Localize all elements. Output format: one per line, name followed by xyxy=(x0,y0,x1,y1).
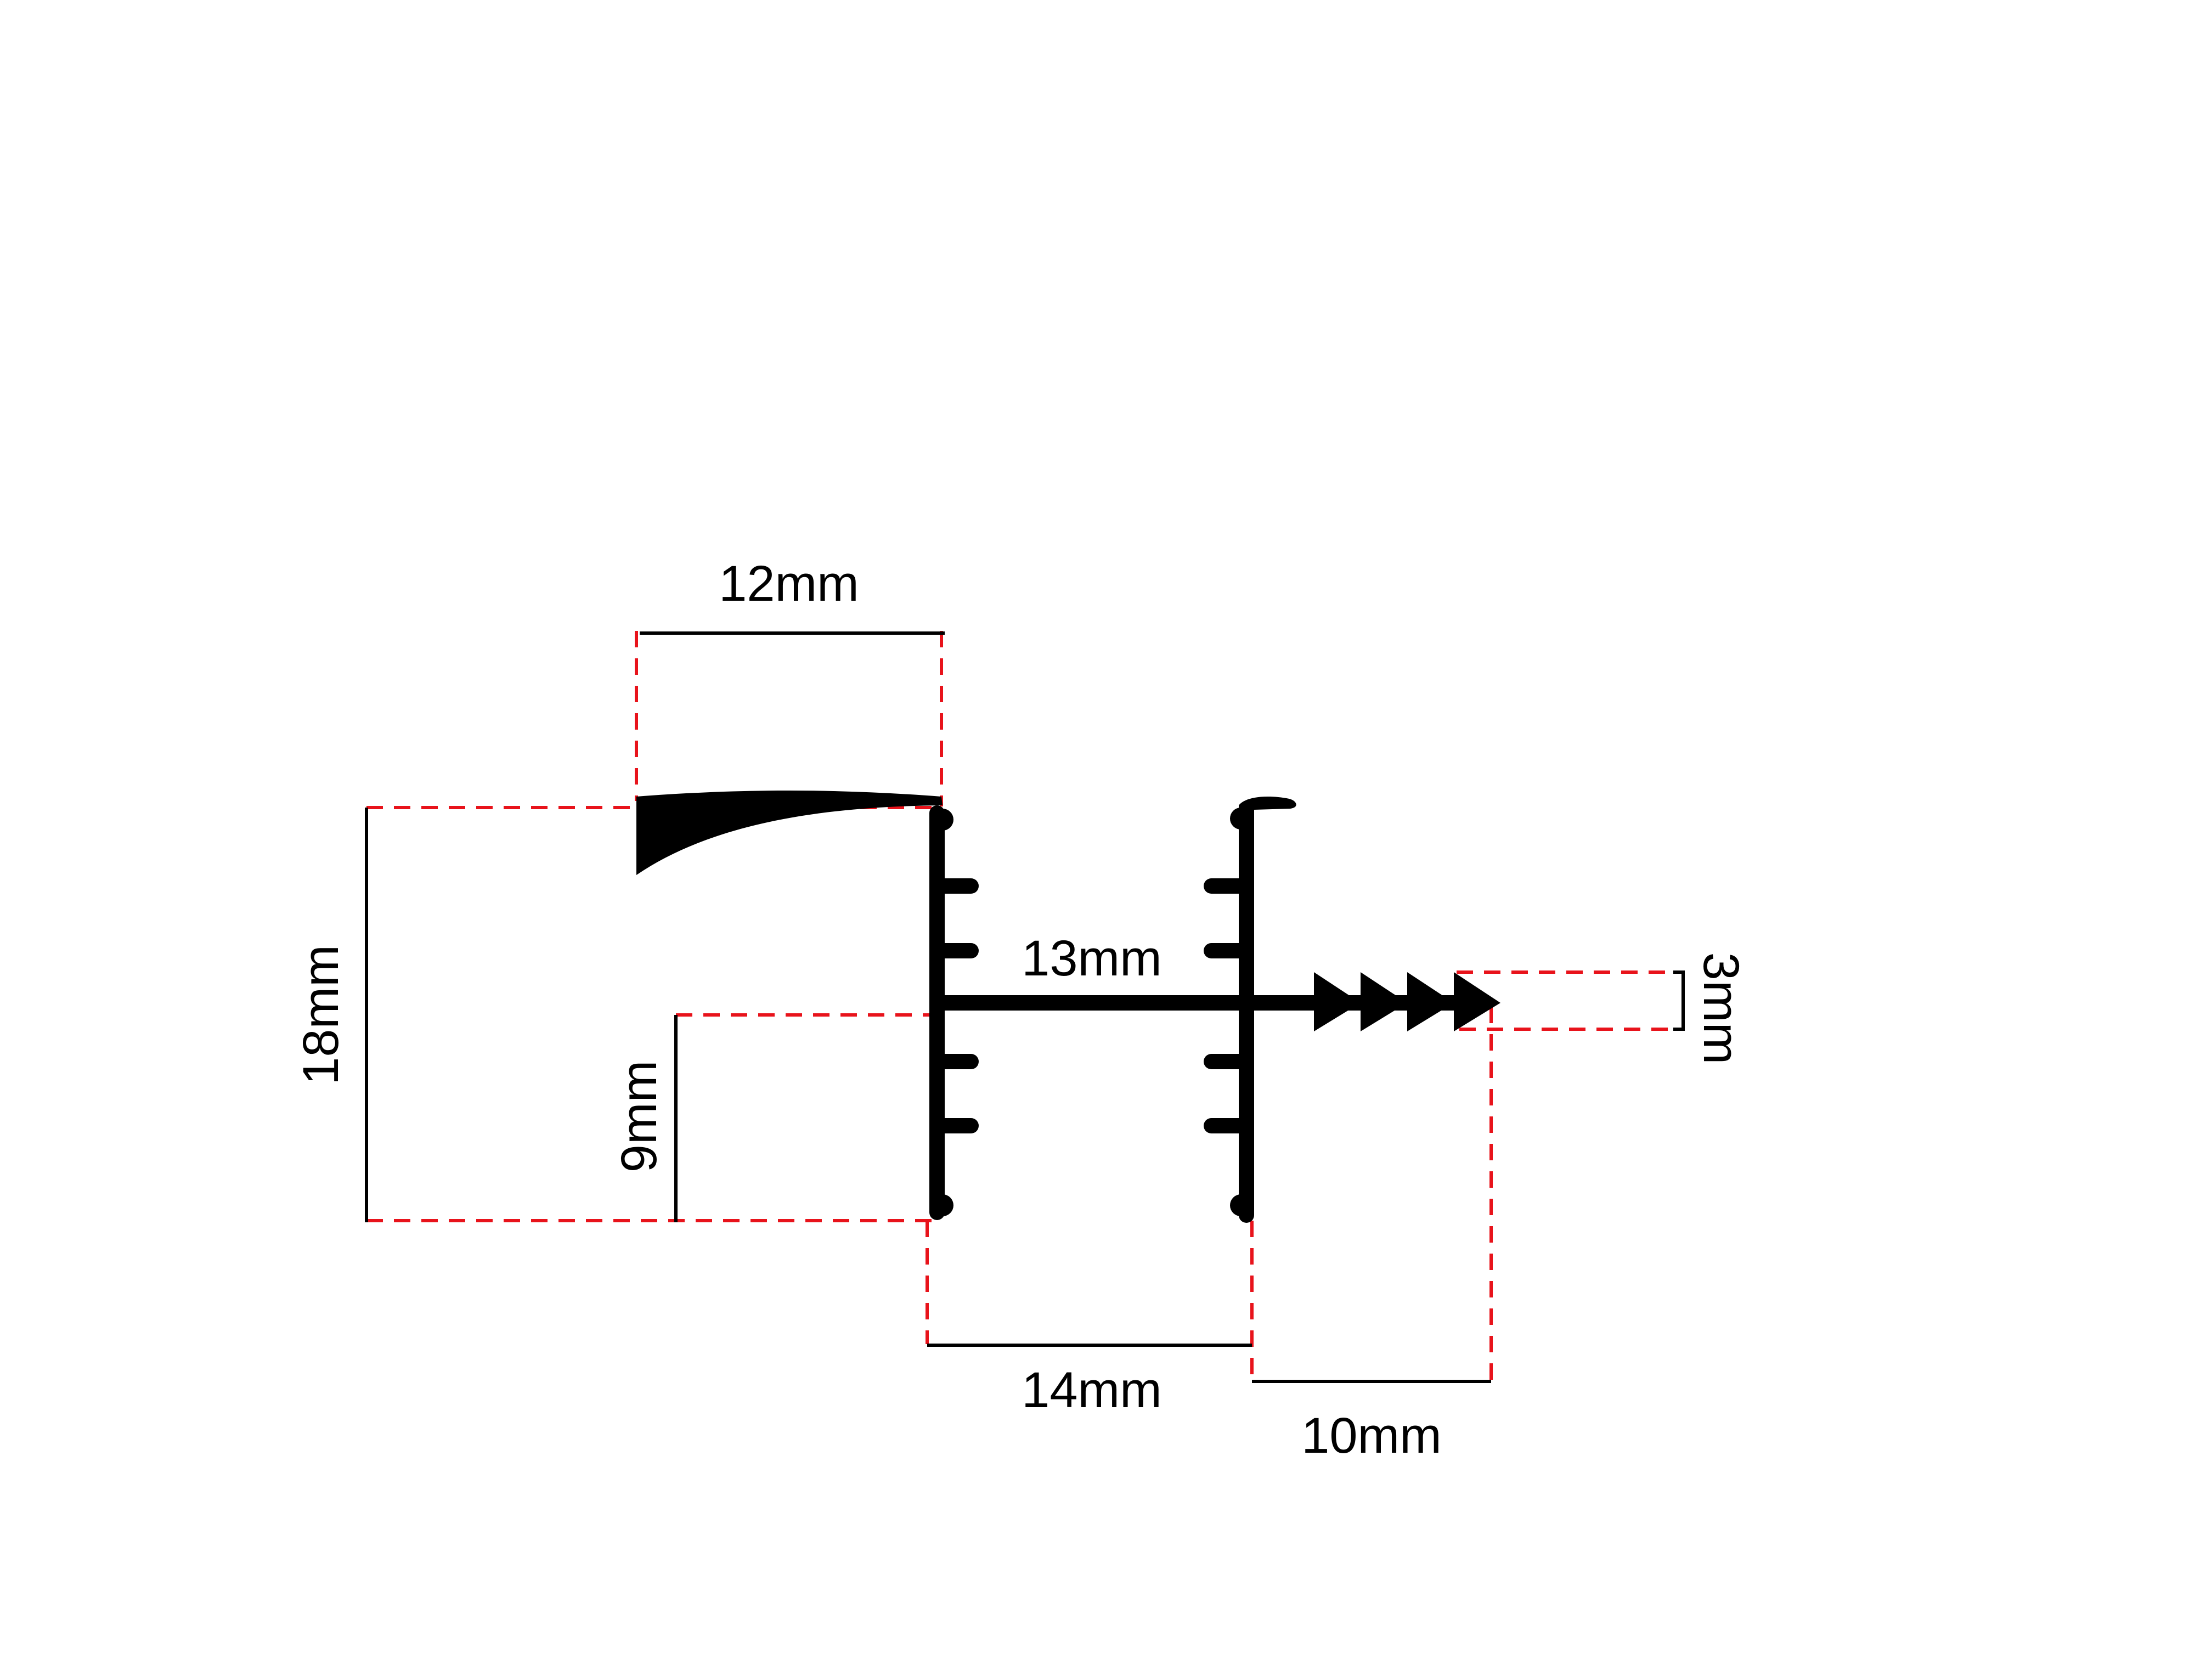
label-10mm: 10mm xyxy=(1301,1408,1442,1464)
curved-top-cap xyxy=(636,791,943,875)
dim-line-3mm xyxy=(1673,970,1685,1031)
right-wall-top-bulb xyxy=(1230,808,1252,830)
barb-1 xyxy=(1314,972,1361,1031)
barb-4 xyxy=(1454,972,1500,1031)
left-wall-bottom-bulb xyxy=(932,1194,953,1216)
profile-shape xyxy=(636,791,1500,1223)
barb-2 xyxy=(1361,972,1407,1031)
dimension-labels: 12mm 18mm 9mm 13mm 14mm 10mm 3mm xyxy=(293,556,1749,1464)
label-18mm: 18mm xyxy=(293,945,349,1085)
label-12mm: 12mm xyxy=(719,556,859,612)
right-wall-bottom-bulb xyxy=(1230,1194,1252,1216)
barb-3 xyxy=(1407,972,1454,1031)
right-wall-top-hook xyxy=(1239,797,1296,828)
barbs xyxy=(1314,972,1500,1031)
label-13mm: 13mm xyxy=(1022,930,1162,986)
label-3mm: 3mm xyxy=(1693,952,1749,1064)
dimension-lines xyxy=(365,631,1685,1383)
left-wall-top-bulb xyxy=(932,809,953,831)
label-9mm: 9mm xyxy=(611,1060,667,1172)
label-14mm: 14mm xyxy=(1022,1362,1162,1418)
right-wall xyxy=(1204,805,1254,1223)
left-wall xyxy=(929,805,979,1220)
